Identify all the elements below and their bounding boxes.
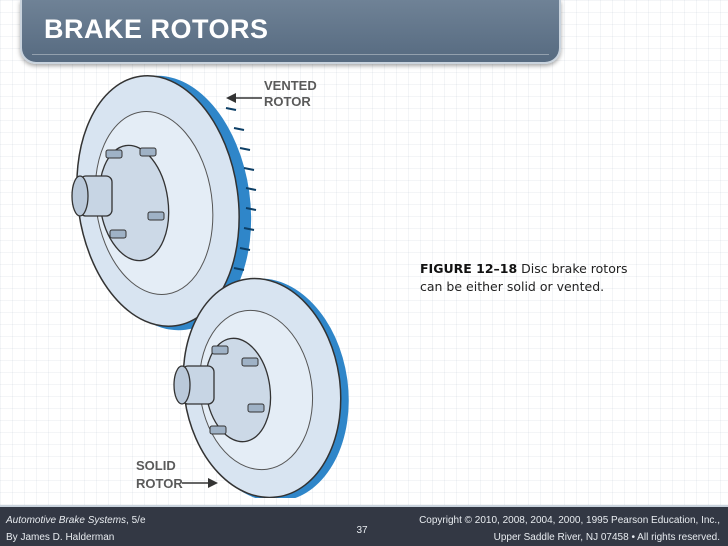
book-author: By James D. Halderman bbox=[6, 532, 115, 543]
copyright-line1: Copyright © 2010, 2008, 2004, 2000, 1995… bbox=[419, 515, 720, 526]
brake-rotor-illustration: VENTED ROTOR SOLID ROTOR bbox=[71, 74, 349, 498]
figure-caption: FIGURE 12–18 Disc brake rotors can be ei… bbox=[420, 260, 650, 296]
slide-title: BRAKE ROTORS bbox=[44, 14, 269, 44]
footer-divider bbox=[0, 505, 728, 507]
footer-copyright: Copyright © 2010, 2008, 2004, 2000, 1995… bbox=[419, 512, 720, 546]
footer-bar bbox=[0, 505, 728, 546]
book-edition: , 5/e bbox=[126, 515, 146, 526]
page-number: 37 bbox=[356, 525, 368, 536]
caption-text-line2: can be either solid or vented. bbox=[420, 279, 605, 294]
solid-arrowhead bbox=[208, 478, 218, 488]
vented-rotor-label-line1: VENTED bbox=[264, 78, 317, 93]
caption-text-line1: Disc brake rotors bbox=[521, 261, 628, 276]
vented-rotor-label-line2: ROTOR bbox=[264, 94, 311, 109]
title-bar: BRAKE ROTORS bbox=[20, 0, 561, 64]
solid-rotor-label-line1: SOLID bbox=[136, 458, 176, 473]
book-title: Automotive Brake Systems bbox=[6, 515, 127, 526]
footer-book-info: Automotive Brake Systems, 5/e By James D… bbox=[6, 512, 146, 546]
title-underline bbox=[32, 54, 549, 55]
copyright-line2: Upper Saddle River, NJ 07458 • All right… bbox=[493, 532, 720, 543]
figure-number: FIGURE 12–18 bbox=[420, 261, 518, 276]
solid-rotor-label-line2: ROTOR bbox=[136, 476, 183, 491]
vented-rotor bbox=[71, 74, 257, 331]
solid-rotor bbox=[173, 277, 349, 498]
vented-arrowhead bbox=[226, 93, 236, 103]
